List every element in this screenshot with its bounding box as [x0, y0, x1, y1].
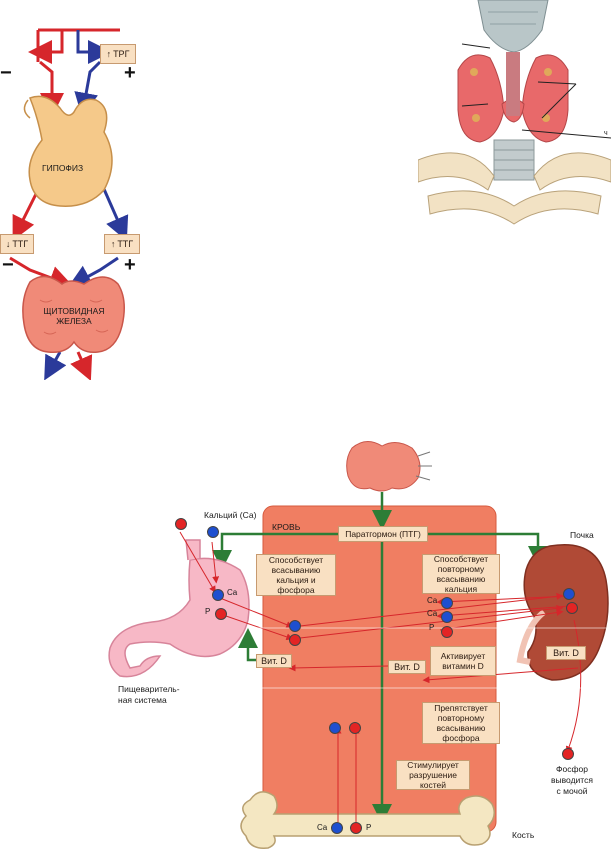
thyroid-label-line1: ЩИТОВИДНАЯ	[43, 306, 105, 316]
pituitary-shape	[28, 95, 113, 207]
ion-p-bone-panel	[349, 722, 361, 734]
pth-label: Паратгормон (ПТГ)	[345, 529, 421, 539]
box-stimulates: Стимулирует разрушение костей	[396, 760, 470, 790]
vit-d-box-2: Вит. D	[388, 660, 426, 674]
parathyroid-gland-shape	[346, 441, 421, 492]
pituitary-label: ГИПОФИЗ	[42, 163, 84, 173]
ion-p-bone	[350, 822, 362, 834]
ion-label-ca-bone: Ca	[317, 823, 328, 832]
feedback-arrows	[9, 28, 129, 380]
trg-label: ТРГ	[113, 49, 130, 59]
stomach-shape	[108, 557, 250, 678]
phosphorus-out-line3: с мочой	[556, 786, 588, 796]
ttg-right-label: ТТГ	[117, 239, 134, 249]
pth-diagram-art	[108, 441, 611, 849]
thyroid-anatomy-art	[417, 0, 611, 225]
phosphorus-out-line2: выводится	[551, 775, 593, 785]
bone-label: Кость	[512, 830, 535, 840]
ion-ca-kidney	[563, 588, 575, 600]
ion-label-p-stomach: P	[205, 607, 211, 616]
box-absorb: Способствует всасыванию кальция и фосфор…	[256, 554, 336, 596]
down-arrow-icon: ↓	[5, 239, 11, 249]
box-reabsorb: Способствует повторному всасыванию кальц…	[422, 554, 500, 594]
pth-diagram: Ca P Ca Ca P Ca P Кальций (Са) КРОВЬ Пар…	[100, 430, 611, 849]
digestive-label-line1: Пищеваритель-	[118, 684, 180, 694]
ion-p-excreted	[562, 748, 574, 760]
kidney-shape	[523, 544, 609, 681]
ion-p-stomach	[215, 608, 227, 620]
vit-d-label-3: Вит. D	[553, 648, 579, 658]
thyroid-anatomy-illustration: ч	[417, 0, 611, 232]
up-arrow-icon: ↑	[110, 239, 116, 249]
kidney-label: Почка	[570, 530, 594, 540]
ttg-right-box: ↑ ТТГ	[104, 234, 140, 254]
ion-ca-bone-panel	[329, 722, 341, 734]
ttg-left-box: ↓ ТТГ	[0, 234, 34, 254]
phosphorus-out-label: Фосфор выводится с мочой	[542, 764, 602, 797]
digestive-label-line2: ная система	[118, 695, 167, 705]
minus-sign-top: −	[0, 62, 12, 84]
calcium-label: Кальций (Са)	[204, 510, 257, 520]
ion-label-ca-blood-2: Ca	[427, 596, 438, 605]
anatomy-small-label: ч	[604, 130, 608, 137]
feedback-diagram: ↑ ТРГ − + ГИПОФИЗ ↓ ТТГ ↑ ТТГ − + ЩИТОВИ…	[0, 0, 180, 380]
ion-p-free	[175, 518, 187, 530]
ion-p-blood-1	[289, 634, 301, 646]
ion-ca-free	[207, 526, 219, 538]
box-absorb-text: Способствует всасыванию кальция и фосфор…	[268, 555, 324, 595]
ion-label-p-bone: P	[366, 823, 372, 832]
trg-box: ↑ ТРГ	[100, 44, 136, 64]
bone-shape	[240, 791, 495, 849]
box-activates: Активирует витамин D	[430, 646, 496, 676]
ttg-left-label: ТТГ	[12, 239, 29, 249]
ion-ca-bone	[331, 822, 343, 834]
ion-ca-blood-3	[441, 611, 453, 623]
ion-p-blood-2	[441, 626, 453, 638]
blood-label: КРОВЬ	[272, 522, 301, 532]
ion-ca-stomach	[212, 589, 224, 601]
box-activates-text: Активирует витамин D	[440, 651, 486, 671]
box-stimulates-text: Стимулирует разрушение костей	[407, 760, 459, 790]
ion-label-ca-blood-3: Ca	[427, 609, 438, 618]
thyroid-label: ЩИТОВИДНАЯ ЖЕЛЕЗА	[34, 306, 114, 326]
ion-ca-blood-1	[289, 620, 301, 632]
phosphorus-out-line1: Фосфор	[556, 764, 588, 774]
box-reabsorb-text: Способствует повторному всасыванию кальц…	[433, 554, 489, 594]
ion-p-kidney	[566, 602, 578, 614]
ion-ca-blood-2	[441, 597, 453, 609]
box-prevents-text: Препятствует повторному всасыванию фосфо…	[434, 703, 488, 743]
vit-d-box-3: Вит. D	[546, 646, 586, 660]
box-prevents: Препятствует повторному всасыванию фосфо…	[422, 702, 500, 744]
plus-sign-bottom: +	[124, 254, 136, 276]
pth-box: Паратгормон (ПТГ)	[338, 526, 428, 542]
vit-d-label-1: Вит. D	[261, 656, 287, 666]
vit-d-label-2: Вит. D	[394, 662, 420, 672]
ion-label-p-blood-2: P	[429, 623, 435, 632]
digestive-label: Пищеваритель- ная система	[118, 684, 180, 706]
minus-sign-bottom: −	[2, 254, 14, 276]
ion-label-ca-stomach: Ca	[227, 588, 238, 597]
up-arrow-icon: ↑	[106, 49, 112, 59]
thyroid-label-line2: ЖЕЛЕЗА	[56, 316, 92, 326]
vit-d-box-1: Вит. D	[256, 654, 292, 668]
plus-sign-top: +	[124, 62, 136, 84]
